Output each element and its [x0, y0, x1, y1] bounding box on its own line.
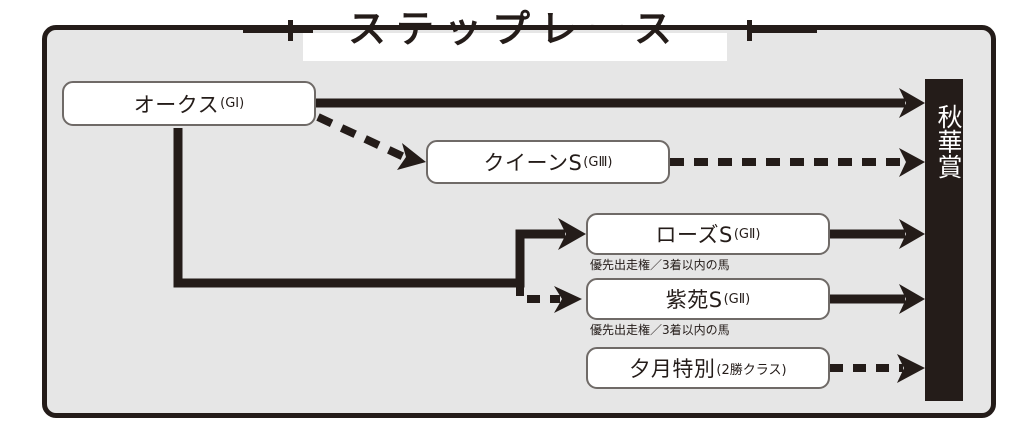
race-name-yuzuki-tokubetsu: 夕月特別 — [629, 357, 716, 381]
race-caption-rose-s: 優先出走権／3着以内の馬 — [590, 258, 730, 272]
title-rule-left-icon — [243, 28, 313, 33]
race-caption-shion-s: 優先出走権／3着以内の馬 — [590, 323, 730, 337]
title-highlight-band — [303, 33, 727, 61]
goal-bar — [925, 79, 963, 401]
diagram-title: ステップレース — [347, 7, 683, 51]
race-box-yuzuki-tokubetsu[interactable]: 夕月特別 (2勝クラス) — [586, 347, 830, 389]
title-tick-right-icon — [747, 20, 752, 41]
race-name-rose-s: ローズS — [655, 223, 733, 247]
race-grade-rose-s: (GⅡ) — [733, 226, 761, 242]
race-grade-oaks: (GⅠ) — [220, 96, 245, 111]
race-grade-yuzuki-tokubetsu: (2勝クラス) — [716, 362, 787, 378]
race-name-shion-s: 紫苑S — [665, 288, 723, 312]
title-tick-left-icon — [288, 20, 293, 41]
race-name-oaks: オークス — [133, 92, 220, 117]
race-box-queen-s[interactable]: クイーンS (GⅢ) — [426, 140, 670, 184]
race-box-rose-s[interactable]: ローズS (GⅡ) — [586, 213, 830, 255]
race-name-queen-s: クイーンS — [483, 151, 583, 175]
goal-bar-label: 秋華賞 — [934, 103, 963, 179]
title-rule-right-icon — [747, 28, 817, 33]
race-grade-shion-s: (GⅡ) — [723, 291, 751, 307]
race-grade-queen-s: (GⅢ) — [583, 154, 613, 170]
race-box-oaks[interactable]: オークス (GⅠ) — [62, 81, 316, 126]
race-box-shion-s[interactable]: 紫苑S (GⅡ) — [586, 278, 830, 320]
